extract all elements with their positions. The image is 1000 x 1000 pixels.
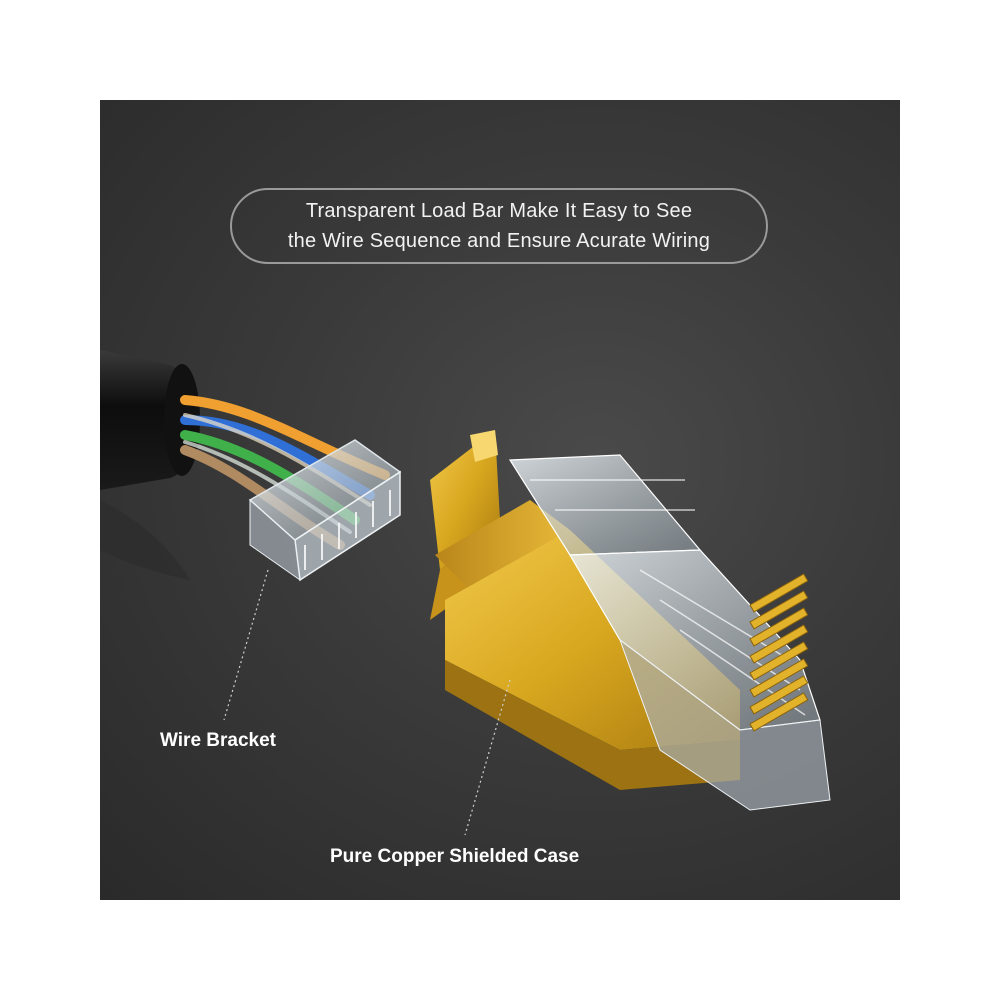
copper-case-pointer [464, 679, 511, 836]
headline-line-2: the Wire Sequence and Ensure Acurate Wir… [287, 230, 711, 252]
wire-bracket-label: Wire Bracket [160, 730, 276, 751]
product-image-panel: Transparent Load Bar Make It Easy to See… [100, 100, 900, 900]
clear-plug-body [508, 454, 831, 811]
connector-illustration [100, 350, 831, 836]
gold-contacts [749, 573, 809, 732]
wire-bracket-pointer [223, 569, 269, 721]
copper-case-label: Pure Copper Shielded Case [330, 846, 580, 867]
headline-callout: Transparent Load Bar Make It Easy to See… [230, 188, 768, 264]
wire-bracket-shape [248, 439, 402, 582]
cable-jacket [100, 350, 200, 580]
headline-line-1: Transparent Load Bar Make It Easy to See [305, 200, 693, 222]
